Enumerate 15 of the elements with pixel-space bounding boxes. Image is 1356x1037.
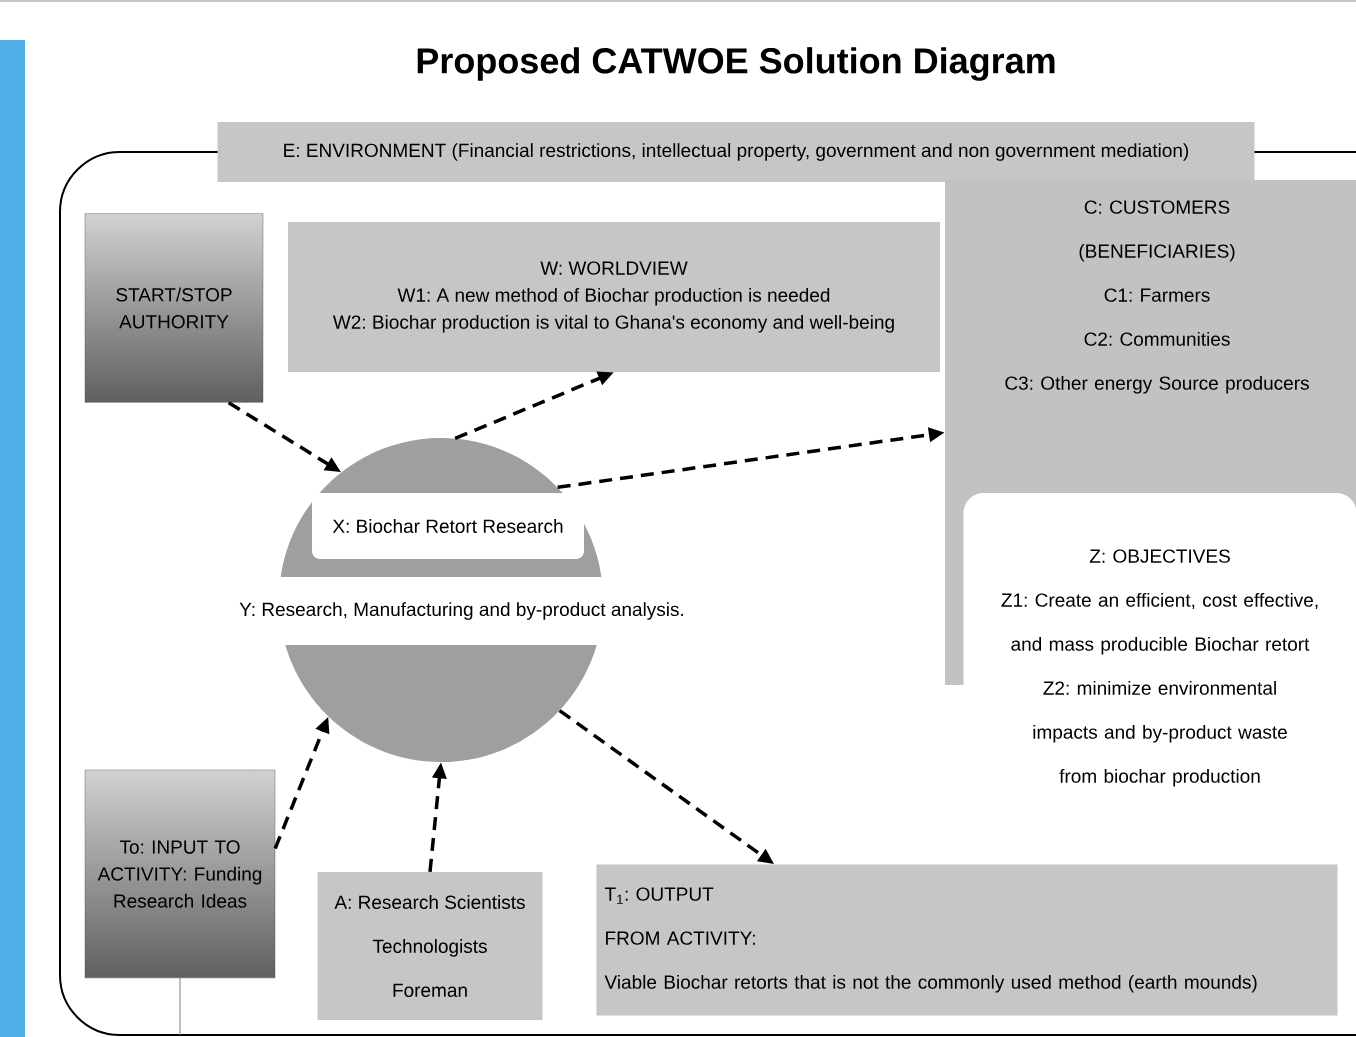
- objectives-box: Z: OBJECTIVES Z1: Create an efficient, cost effective, and mass producible Biochar retort Z2: minimize environmental impacts and by-product waste from biochar production: [963, 493, 1356, 843]
- node-label: C1: Farmers: [1104, 288, 1210, 302]
- authority-box: START/STOP AUTHORITY: [84, 213, 264, 403]
- actors-box: A: Research Scientists Technologists Foreman: [317, 872, 543, 1020]
- node-label: Z: OBJECTIVES: [1089, 549, 1230, 563]
- node-label: C: CUSTOMERS: [1084, 200, 1230, 214]
- node-label: C3: Other energy Source producers: [1005, 375, 1309, 394]
- node-label: (BENEFICIARIES): [1079, 243, 1235, 262]
- worldview-box: W: WORLDVIEW W1: A new method of Biochar production is needed W2: Biochar production is vital to Ghana's economy and well-being: [288, 222, 940, 372]
- node-label: C2: Communities: [1084, 331, 1230, 346]
- node-label: Z1: Create an efficient, cost effective, and mass producible Biochar retort: [1001, 592, 1318, 655]
- side-bar: [0, 40, 25, 1037]
- title: Proposed CATWOE Solution Diagram: [417, 47, 1055, 81]
- input-box: To: INPUT TO ACTIVITY: Funding Research Ideas: [84, 769, 276, 979]
- output-box: T$_{1}$: OUTPUT FROM ACTIVITY: Viable Biochar retorts that is not the commonly used method (earth mounds): [596, 864, 1338, 1016]
